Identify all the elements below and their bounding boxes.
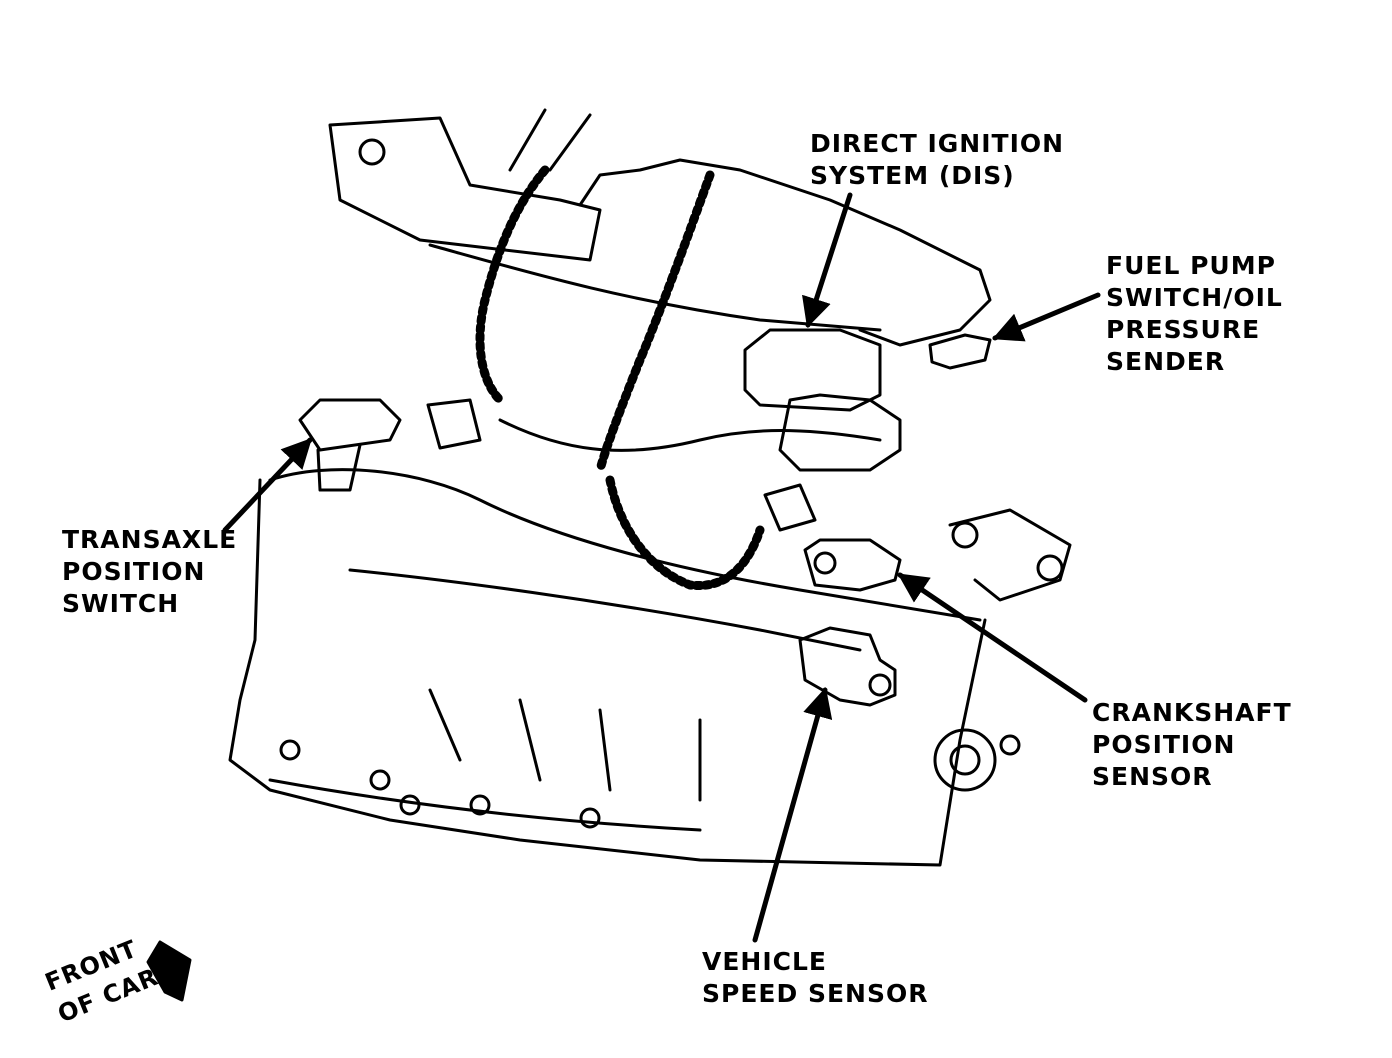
vss-label-line1: VEHICLE	[702, 947, 828, 976]
dis-label-line1: DIRECT IGNITION	[810, 129, 1065, 158]
bracket-bolt	[358, 138, 386, 166]
oil-pressure-sender	[928, 333, 992, 370]
pan-bolts	[279, 734, 1021, 829]
transaxle-label-line3: SWITCH	[62, 589, 180, 618]
vss-arrow	[752, 687, 833, 943]
transaxle-case-lower	[268, 778, 702, 832]
bracket-bolt-right-2	[1036, 554, 1064, 582]
crankshaft-label: CRANKSHAFT POSITION SENSOR	[1092, 697, 1292, 793]
transaxle-arrow	[222, 437, 313, 533]
transaxle-case-mid	[348, 568, 862, 652]
transaxle-label-line2: POSITION	[62, 557, 206, 586]
output-shaft-inner	[949, 744, 981, 776]
crankshaft-arrow	[897, 572, 1088, 703]
dis-module	[743, 328, 882, 412]
harness-tube-lower	[605, 475, 765, 591]
harness-wires-upper	[508, 108, 592, 172]
transaxle-switch	[298, 398, 402, 452]
fuel-pump-label-line4: SENDER	[1106, 347, 1226, 376]
upper-bracket	[328, 116, 602, 262]
front-direction-arrow	[146, 940, 192, 1002]
right-bracket	[948, 508, 1072, 602]
fuel-pump-label: FUEL PUMP SWITCH/OIL PRESSURE SENDER	[1106, 250, 1283, 378]
harness-connector	[426, 398, 482, 450]
transaxle-switch-body	[316, 443, 362, 492]
manifold-curve	[428, 243, 882, 332]
dis-label-line2: SYSTEM (DIS)	[810, 161, 1015, 190]
crankshaft-sensor	[803, 538, 902, 592]
output-shaft	[933, 728, 997, 792]
engine-top-outline	[578, 158, 992, 347]
harness-tube-left	[475, 165, 550, 405]
fuel-pump-label-line2: SWITCH/OIL	[1106, 283, 1283, 312]
transaxle-label-line1: TRANSAXLE	[62, 525, 238, 554]
crankshaft-label-line1: CRANKSHAFT	[1092, 698, 1292, 727]
dis-arrow	[802, 192, 853, 328]
crankshaft-label-line2: POSITION	[1092, 730, 1236, 759]
sensor-connector	[763, 483, 817, 532]
dis-label: DIRECT IGNITION SYSTEM (DIS)	[810, 128, 1064, 192]
transaxle-case-body	[228, 478, 987, 867]
transaxle-label: TRANSAXLE POSITION SWITCH	[62, 524, 237, 620]
dis-module-lower	[778, 393, 902, 472]
fuel-pump-label-line3: PRESSURE	[1106, 315, 1261, 344]
transaxle-case-top	[268, 468, 982, 622]
pan-ribs	[428, 688, 702, 802]
crankshaft-sensor-bolt	[813, 551, 837, 575]
harness-tube-center	[595, 170, 715, 475]
harness-main-bundle	[498, 418, 882, 452]
fuel-pump-arrow	[992, 292, 1101, 342]
vss-label-line2: SPEED SENSOR	[702, 979, 929, 1008]
vss-nut	[868, 673, 892, 697]
crankshaft-label-line3: SENSOR	[1092, 762, 1213, 791]
bracket-bolt-right	[951, 521, 979, 549]
fuel-pump-label-line1: FUEL PUMP	[1106, 251, 1276, 280]
vss-label: VEHICLE SPEED SENSOR	[702, 946, 928, 1010]
